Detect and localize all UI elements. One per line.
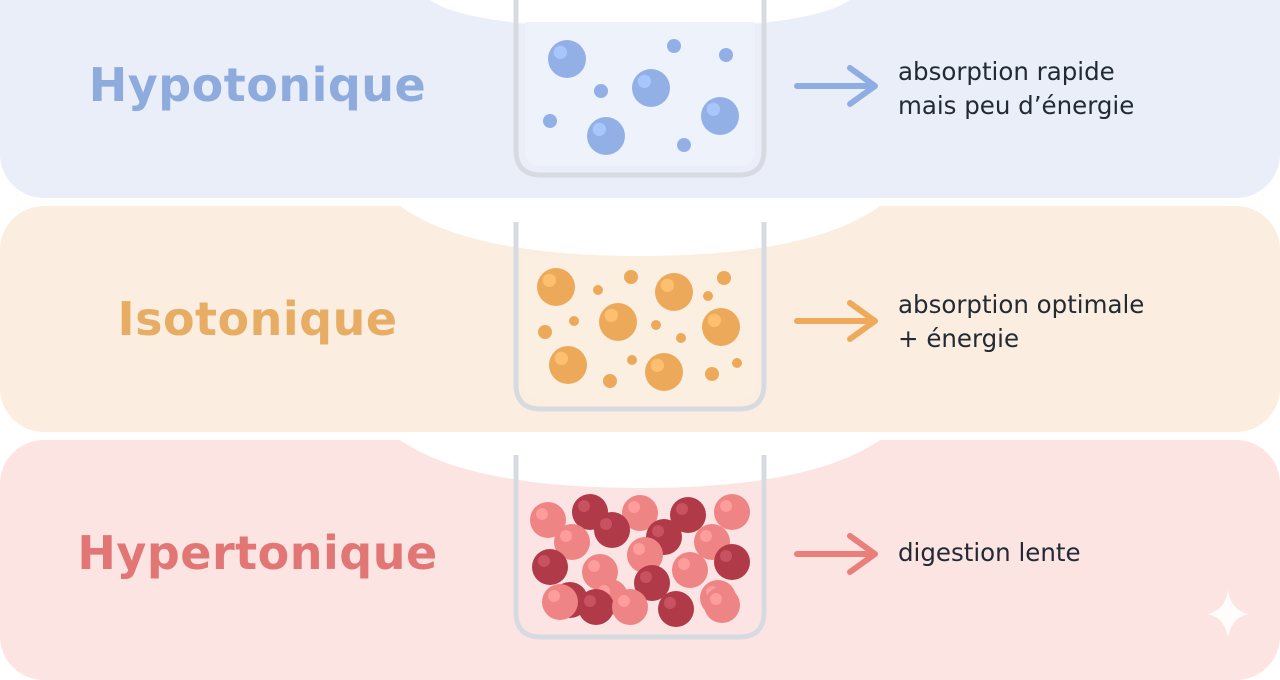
description-line: absorption rapide	[898, 57, 1115, 86]
row-title-isotonic: Isotonique	[117, 292, 398, 346]
row-title-hypertonic: Hypertonique	[77, 526, 438, 580]
description-line: digestion lente	[898, 538, 1081, 567]
description-line: absorption optimale	[898, 290, 1145, 319]
row-description-hypotonic: absorption rapide mais peu d’énergie	[898, 55, 1258, 123]
description-line: mais peu d’énergie	[898, 91, 1135, 120]
row-description-hypertonic: digestion lente	[898, 536, 1258, 570]
row-description-isotonic: absorption optimale + énergie	[898, 288, 1258, 356]
row-title-hypotonic: Hypotonique	[88, 58, 427, 112]
description-line: + énergie	[898, 324, 1020, 353]
